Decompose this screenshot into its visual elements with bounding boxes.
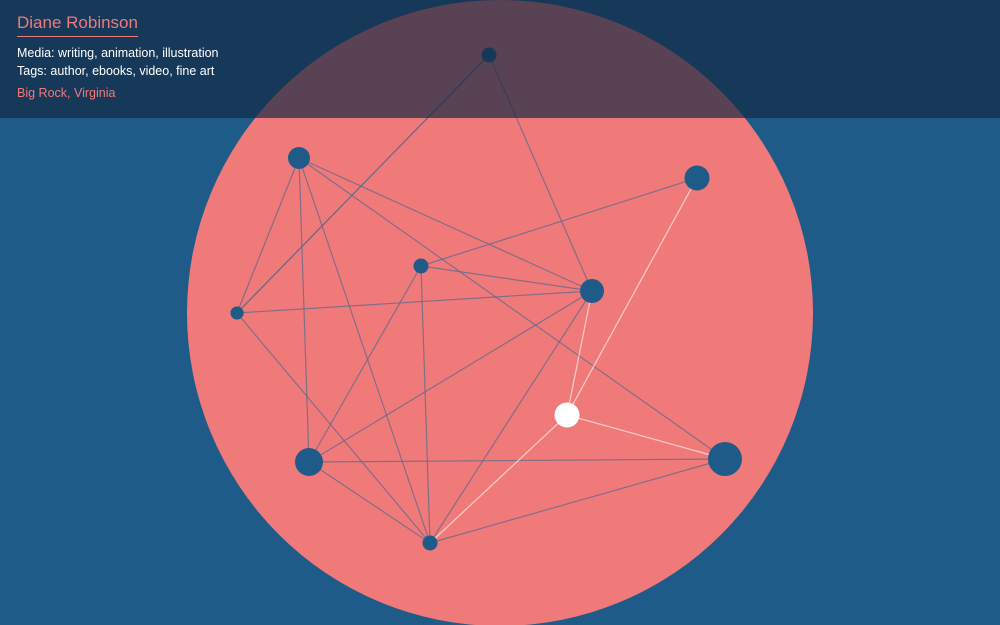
edge-n7-n8 xyxy=(308,461,431,544)
edge-n2-n9 xyxy=(298,157,726,460)
edge-n2-n5 xyxy=(236,157,300,314)
node-n2[interactable] xyxy=(288,147,310,169)
edge-n6-n7 xyxy=(308,290,593,463)
edge-n4-n7 xyxy=(308,265,422,463)
media-value: writing, animation, illustration xyxy=(58,46,219,60)
node-n6[interactable] xyxy=(580,279,604,303)
node-n7[interactable] xyxy=(295,448,323,476)
node-n4[interactable] xyxy=(413,258,429,274)
edge-n6-n11 xyxy=(566,290,593,416)
edge-n2-n7 xyxy=(298,157,310,463)
nodes-layer xyxy=(230,47,742,551)
edge-n4-n8 xyxy=(420,265,431,544)
node-n9[interactable] xyxy=(708,442,742,476)
tags-label: Tags: xyxy=(17,64,47,78)
edges-layer xyxy=(236,54,726,544)
edge-n9-n11 xyxy=(566,414,726,460)
media-line: Media: writing, animation, illustration xyxy=(17,45,219,61)
media-label: Media: xyxy=(17,46,55,60)
edge-n3-n4 xyxy=(420,177,698,267)
info-panel: Diane Robinson Media: writing, animation… xyxy=(0,0,1000,118)
selected-node[interactable] xyxy=(554,402,580,428)
edge-n5-n6 xyxy=(236,290,593,314)
edge-n5-n8 xyxy=(236,312,431,544)
tags-value: author, ebooks, video, fine art xyxy=(50,64,215,78)
edge-n8-n11 xyxy=(429,414,568,544)
edge-n2-n8 xyxy=(298,157,431,544)
location-text: Big Rock, Virginia xyxy=(17,86,116,100)
edge-n7-n9 xyxy=(308,458,726,463)
node-n10[interactable] xyxy=(230,306,244,320)
edge-n6-n8 xyxy=(429,290,593,544)
network-backdrop-circle xyxy=(187,0,813,625)
edge-n3-n11 xyxy=(566,177,698,416)
person-name: Diane Robinson xyxy=(17,13,138,37)
node-n8[interactable] xyxy=(422,535,438,551)
edge-n8-n9 xyxy=(429,458,726,544)
node-n3[interactable] xyxy=(684,165,710,191)
edge-n2-n6 xyxy=(298,157,593,292)
edge-n4-n6 xyxy=(420,265,593,292)
tags-line: Tags: author, ebooks, video, fine art xyxy=(17,63,214,79)
